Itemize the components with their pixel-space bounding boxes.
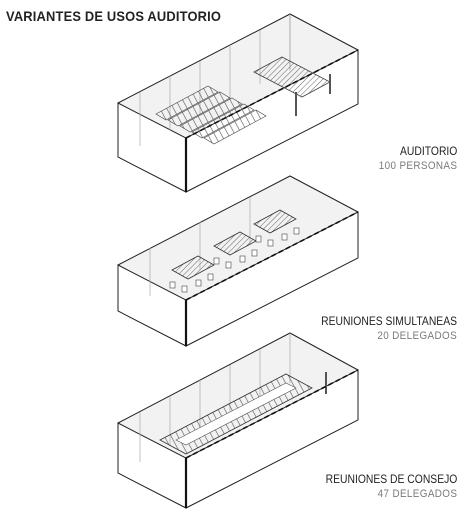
variant-name: REUNIONES SIMULTANEAS	[321, 316, 457, 328]
variant-name: REUNIONES DE CONSEJO	[325, 474, 457, 486]
variant-label-reuniones-de-consejo: REUNIONES DE CONSEJO 47 DELEGADOS	[311, 474, 457, 500]
variant-capacity: 47 DELEGADOS	[377, 488, 457, 500]
variant-label-reuniones-simultaneas: REUNIONES SIMULTANEAS 20 DELEGADOS	[306, 316, 457, 342]
variant-label-auditorio: AUDITORIO 100 PERSONAS	[370, 146, 457, 172]
diagram-title: VARIANTES DE USOS AUDITORIO	[6, 8, 222, 24]
variant-capacity: 100 PERSONAS	[378, 160, 457, 172]
variant-capacity: 20 DELEGADOS	[377, 330, 457, 342]
meeting-table-groups	[171, 209, 297, 280]
room-reuniones-de-consejo	[117, 332, 359, 509]
room-auditorio	[117, 13, 359, 193]
seat-rows	[155, 85, 267, 145]
chairs	[169, 227, 300, 293]
variant-name: AUDITORIO	[399, 146, 457, 158]
room-reuniones-simultaneas	[117, 175, 359, 347]
